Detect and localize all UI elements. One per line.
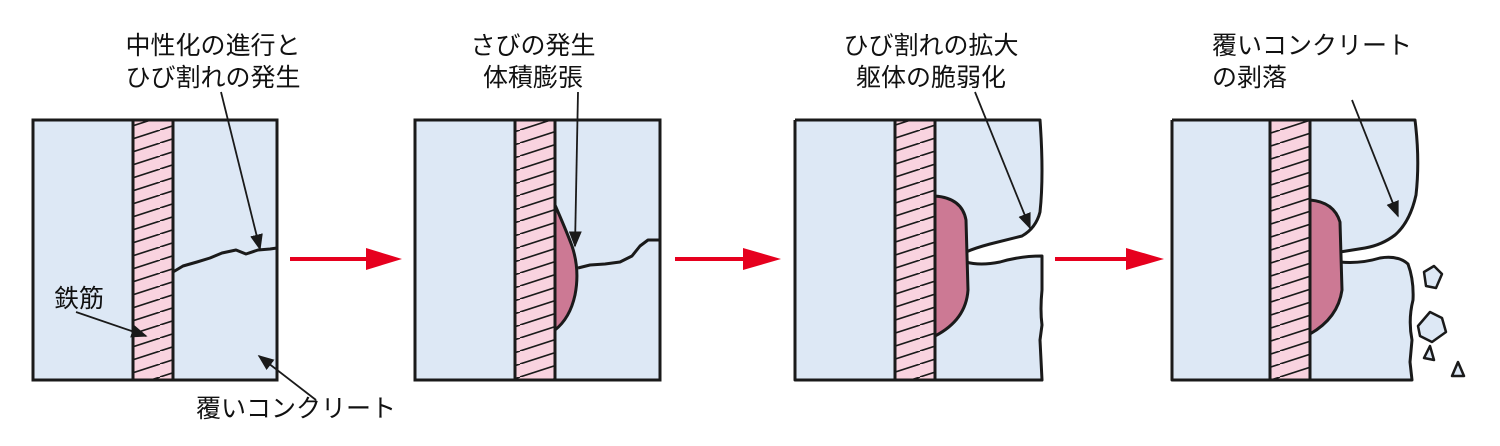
stage-4-outline-bottom <box>1170 120 1415 382</box>
stage-4-outline-top <box>1172 118 1420 254</box>
rebar-label: 鉄筋 <box>54 284 105 313</box>
stage-3-block <box>793 91 1044 382</box>
stage-4-caption-line-2: の剥落 <box>1212 63 1288 92</box>
stage-2-rust <box>553 203 579 332</box>
stage-3-rebar <box>893 118 937 382</box>
progress-arrow-3 <box>1055 248 1164 270</box>
stage-3-caption: ひび割れの拡大 躯体の脆弱化 <box>826 30 1036 94</box>
stage-4-spall-leader <box>1351 99 1399 218</box>
stage-3-crack-leader <box>974 91 1031 230</box>
stage-2-caption-line-2: 体積膨張 <box>482 63 583 92</box>
stage-3-outline-top <box>795 118 1044 254</box>
stage-2-rust-leader <box>568 91 582 248</box>
stage-3-concrete-lower <box>966 256 1042 380</box>
stage-4-block <box>1170 99 1466 382</box>
stage-3-caption-line-2: 躯体の脆弱化 <box>855 63 1006 92</box>
cover-leader <box>257 355 317 401</box>
stage-3-caption-line-1: ひび割れの拡大 <box>843 31 1019 60</box>
progress-arrow-2 <box>675 248 781 270</box>
stage-2-caption-line-1: さびの発生 <box>470 31 596 60</box>
stage-2-caption: さびの発生 体積膨張 <box>448 30 618 94</box>
stage-1-caption-line-1: 中性化の進行と <box>125 31 301 60</box>
stage-2-crack <box>577 238 660 270</box>
stage-4-rust <box>1308 198 1344 336</box>
spalled-fragment <box>1422 264 1444 290</box>
stage-2-block <box>413 91 662 382</box>
stage-1-rebar <box>131 118 175 382</box>
stage-4-caption-line-1: 覆いコンクリート <box>1212 31 1413 60</box>
spalled-fragment <box>1422 344 1436 362</box>
spalled-fragment <box>1450 360 1466 378</box>
progress-arrow-1 <box>290 248 402 270</box>
stage-1-caption: 中性化の進行と ひび割れの発生 <box>98 30 328 94</box>
stage-1-crack-leader <box>220 91 263 251</box>
stage-1-crack <box>172 246 278 274</box>
stage-4-concrete-lower <box>1340 257 1414 380</box>
spalled-fragment <box>1416 310 1448 344</box>
stage-3-rust <box>933 194 970 338</box>
rebar-leader <box>75 311 148 338</box>
stage-2-rebar <box>513 118 557 382</box>
cover-concrete-label: 覆いコンクリート <box>196 394 397 423</box>
stage-3-outline-bottom <box>793 120 1044 382</box>
stage-4-caption: 覆いコンクリート の剥落 <box>1212 30 1472 94</box>
stage-1-block <box>31 91 317 401</box>
stage-4-rebar <box>1268 118 1312 382</box>
stage-1-caption-line-2: ひび割れの発生 <box>125 63 301 92</box>
